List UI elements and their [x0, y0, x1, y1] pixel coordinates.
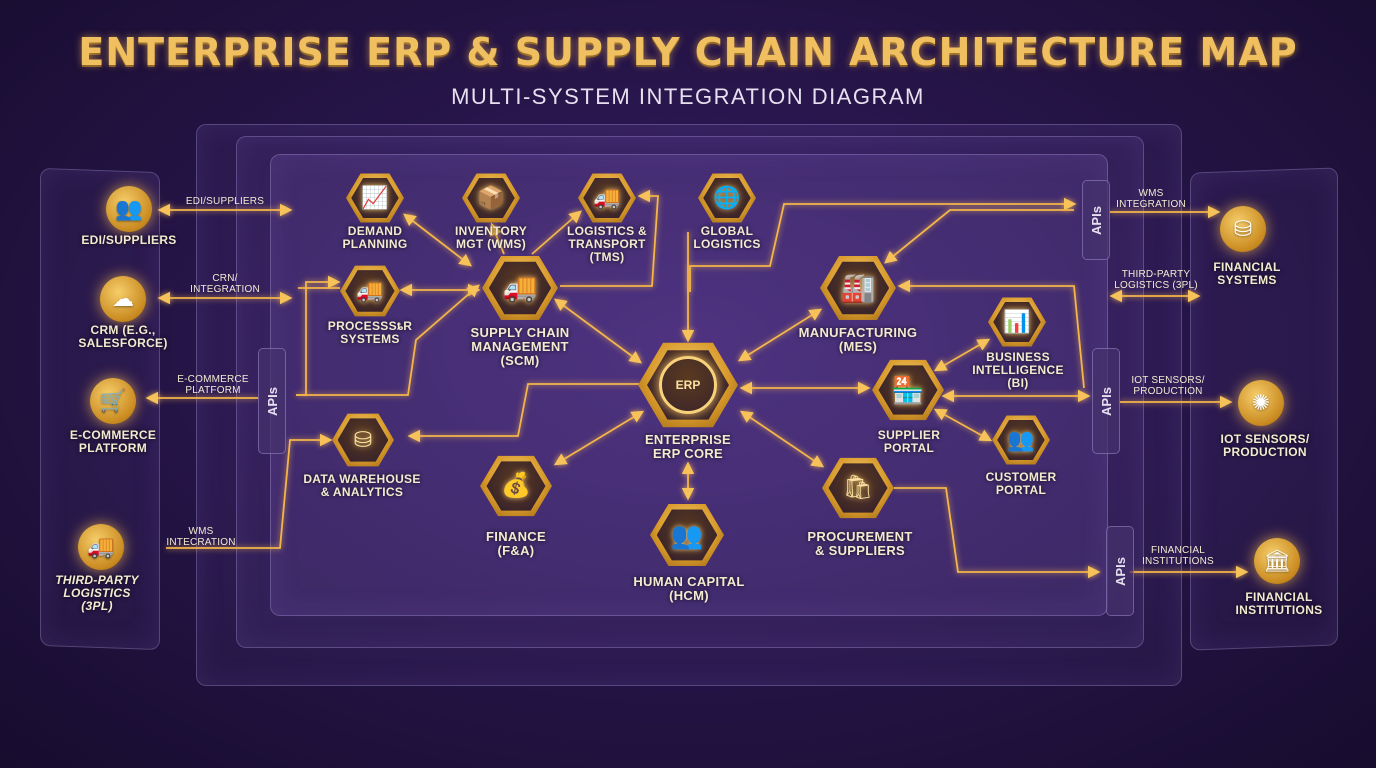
- people-icon: 👥: [670, 519, 704, 550]
- erp-core-label: ENTERPRISE ERP CORE: [644, 432, 732, 461]
- database-icon: ⛁: [353, 427, 373, 452]
- apis-tab-right-middle[interactable]: APIs: [1092, 348, 1120, 454]
- bank-icon: 🏛: [1263, 548, 1291, 573]
- global-logistics-module[interactable]: 🌐: [698, 173, 756, 223]
- finance-label: FINANCE (F&A): [486, 529, 546, 558]
- erp-badge: ERP: [675, 377, 701, 392]
- inventory-label: INVENTORY MGT (WMS): [454, 224, 528, 251]
- scm-label: SUPPLY CHAIN MANAGEMENT (SCM): [470, 325, 570, 368]
- connector-wms-integration: WMS INTEGRATION: [1116, 188, 1186, 210]
- procurement-label: PROCUREMENT & SUPPLIERS: [807, 529, 913, 558]
- page-subtitle: MULTI-SYSTEM INTEGRATION DIAGRAM: [451, 84, 925, 109]
- hcm-label: HUMAN CAPITAL (HCM): [633, 574, 745, 603]
- gear-icon: ERP: [659, 355, 717, 414]
- connector-financial-institutions: FINANCIAL INSTITUTIONS: [1142, 545, 1214, 567]
- financial-institutions-node[interactable]: 🏛: [1254, 538, 1300, 584]
- manufacturing-label: MANUFACTURING (MES): [798, 325, 918, 354]
- connector-crn-integration: CRN/ INTEGRATION: [190, 273, 260, 295]
- logistics-transport-module[interactable]: 🚚: [578, 173, 636, 223]
- customer-portal-label: CUSTOMER PORTAL: [985, 470, 1057, 497]
- connector-third-party-logistics: THIRD-PARTY LOGISTICS (3PL): [1114, 269, 1198, 291]
- truck-icon: 🚚: [356, 277, 384, 303]
- manufacturing-module[interactable]: 🏭: [820, 256, 896, 320]
- crm-label: CRM (E.G., SALESFORCE): [78, 323, 168, 350]
- page-title: ENTERPRISE ERP & SUPPLY CHAIN ARCHITECTU…: [78, 30, 1298, 74]
- connector-iot-sensors: IOT SENSORS/ PRODUCTION: [1131, 375, 1205, 397]
- data-warehouse-label: DATA WAREHOUSE & ANALYTICS: [303, 472, 421, 499]
- box-icon: 📦: [477, 185, 505, 210]
- ecommerce-label: E-COMMERCE PLATFORM: [69, 428, 157, 455]
- chart-icon: 📈: [361, 185, 389, 210]
- cart-icon: 🛒: [99, 388, 127, 413]
- connector-ecommerce-platform: E-COMMERCE PLATFORM: [177, 374, 249, 396]
- truck-icon: 🚚: [593, 185, 621, 210]
- store-icon: 🏪: [891, 375, 925, 405]
- people-icon: 👥: [1007, 427, 1035, 452]
- erp-core-module[interactable]: ERP: [638, 342, 738, 428]
- third-party-logistics-label: THIRD-PARTY LOGISTICS (3PL): [55, 573, 139, 613]
- financial-systems-label: FINANCIAL SYSTEMS: [1213, 260, 1281, 287]
- connector-wms-intecration: WMS INTECRATION: [166, 526, 236, 548]
- truck-icon: 🚚: [87, 534, 115, 559]
- edi-suppliers-node[interactable]: 👥: [106, 186, 152, 232]
- procurement-icon: 🛍: [842, 474, 874, 501]
- iot-sensors-node[interactable]: ✺: [1238, 380, 1284, 426]
- people-icon: 👥: [115, 196, 143, 221]
- ecommerce-node[interactable]: 🛒: [90, 378, 136, 424]
- demand-planning-label: DEMAND PLANNING: [342, 224, 408, 251]
- truck-icon: 🚚: [502, 272, 538, 303]
- data-warehouse-module[interactable]: ⛁: [332, 413, 394, 467]
- global-logistics-label: GLOBAL LOGISTICS: [693, 224, 761, 251]
- chart-icon: 📊: [1003, 309, 1031, 334]
- third-party-logistics-node[interactable]: 🚚: [78, 524, 124, 570]
- business-intelligence-label: BUSINESS INTELLIGENCE (BI): [972, 350, 1064, 390]
- apis-tab-left[interactable]: APIs: [258, 348, 286, 454]
- logistics-transport-label: LOGISTICS & TRANSPORT (TMS): [567, 224, 647, 264]
- apis-tab-right-top[interactable]: APIs: [1082, 180, 1110, 260]
- connector-edi-suppliers: EDI/SUPPLIERS: [185, 196, 265, 207]
- processor-systems-label: PROCESSSȶR SYSTEMS: [327, 319, 413, 346]
- cloud-icon: ☁: [112, 286, 134, 311]
- edi-suppliers-label: EDI/SUPPLIERS: [81, 233, 177, 247]
- network-icon: ✺: [1251, 390, 1271, 415]
- crm-node[interactable]: ☁: [100, 276, 146, 322]
- supplier-portal-label: SUPPLIER PORTAL: [877, 428, 941, 455]
- financial-institutions-label: FINANCIAL INSTITUTIONS: [1235, 590, 1323, 617]
- apis-tab-right-bottom[interactable]: APIs: [1106, 526, 1134, 616]
- globe-icon: 🌐: [713, 185, 741, 210]
- financial-systems-node[interactable]: ⛁: [1220, 206, 1266, 252]
- database-icon: ⛁: [1233, 216, 1253, 241]
- money-icon: 💰: [501, 472, 531, 499]
- iot-sensors-label: IOT SENSORS/ PRODUCTION: [1220, 432, 1310, 459]
- factory-icon: 🏭: [840, 272, 876, 303]
